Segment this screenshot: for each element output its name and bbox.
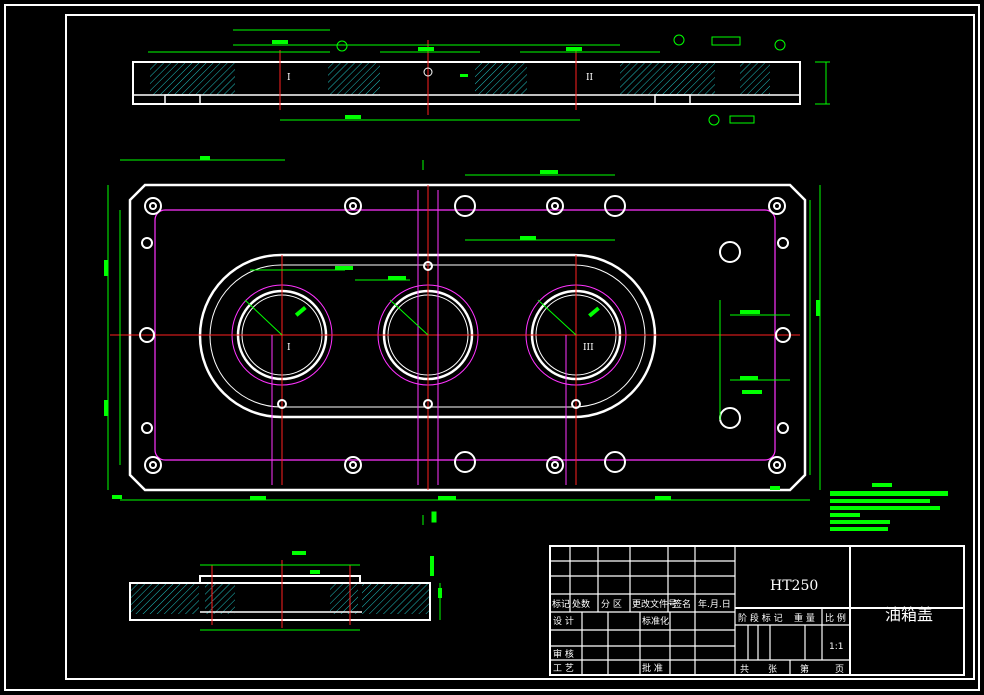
tb-count: 处数 <box>572 598 590 610</box>
tb-date: 年.月.日 <box>698 598 731 610</box>
tb-stage-mark: 阶 段 标 记 <box>738 612 783 624</box>
plan-outline <box>128 183 807 492</box>
tb-mark: 标记 <box>552 598 570 610</box>
title-block <box>549 545 965 676</box>
label-section-ii-top: II <box>586 73 594 83</box>
tb-design: 设 计 <box>553 615 574 627</box>
label-section-i-plan: I <box>287 343 291 353</box>
tb-change-doc: 更改文件号 <box>632 598 677 610</box>
tb-scale-value: 1:1 <box>829 642 843 652</box>
label-section-i-top: I <box>287 73 291 83</box>
tb-scale-label: 比 例 <box>825 612 846 624</box>
inner-frame <box>65 14 975 680</box>
tb-weight: 重 量 <box>794 612 815 624</box>
label-section-iii-plan: III <box>583 343 594 353</box>
material-label: HT250 <box>770 578 818 594</box>
outer-frame <box>4 4 980 691</box>
top-section-view <box>132 29 830 126</box>
section-markers <box>422 160 437 525</box>
tb-standardize: 标准化 <box>642 615 669 627</box>
bottom-section-view <box>129 551 442 631</box>
tb-zone: 分 区 <box>601 599 622 610</box>
tb-process: 工 艺 <box>553 663 574 674</box>
plan-view <box>104 156 821 501</box>
tb-signature: 签名 <box>673 598 691 610</box>
tb-approve: 批 准 <box>642 662 663 674</box>
tb-page: 页 <box>835 664 844 675</box>
tb-total: 共 <box>740 664 749 675</box>
tb-sheets: 张 <box>768 664 777 675</box>
part-name: 油箱盖 <box>885 605 933 624</box>
technical-notes <box>830 483 948 531</box>
tb-number: 第 <box>800 663 809 675</box>
tb-check: 审 核 <box>553 648 574 660</box>
